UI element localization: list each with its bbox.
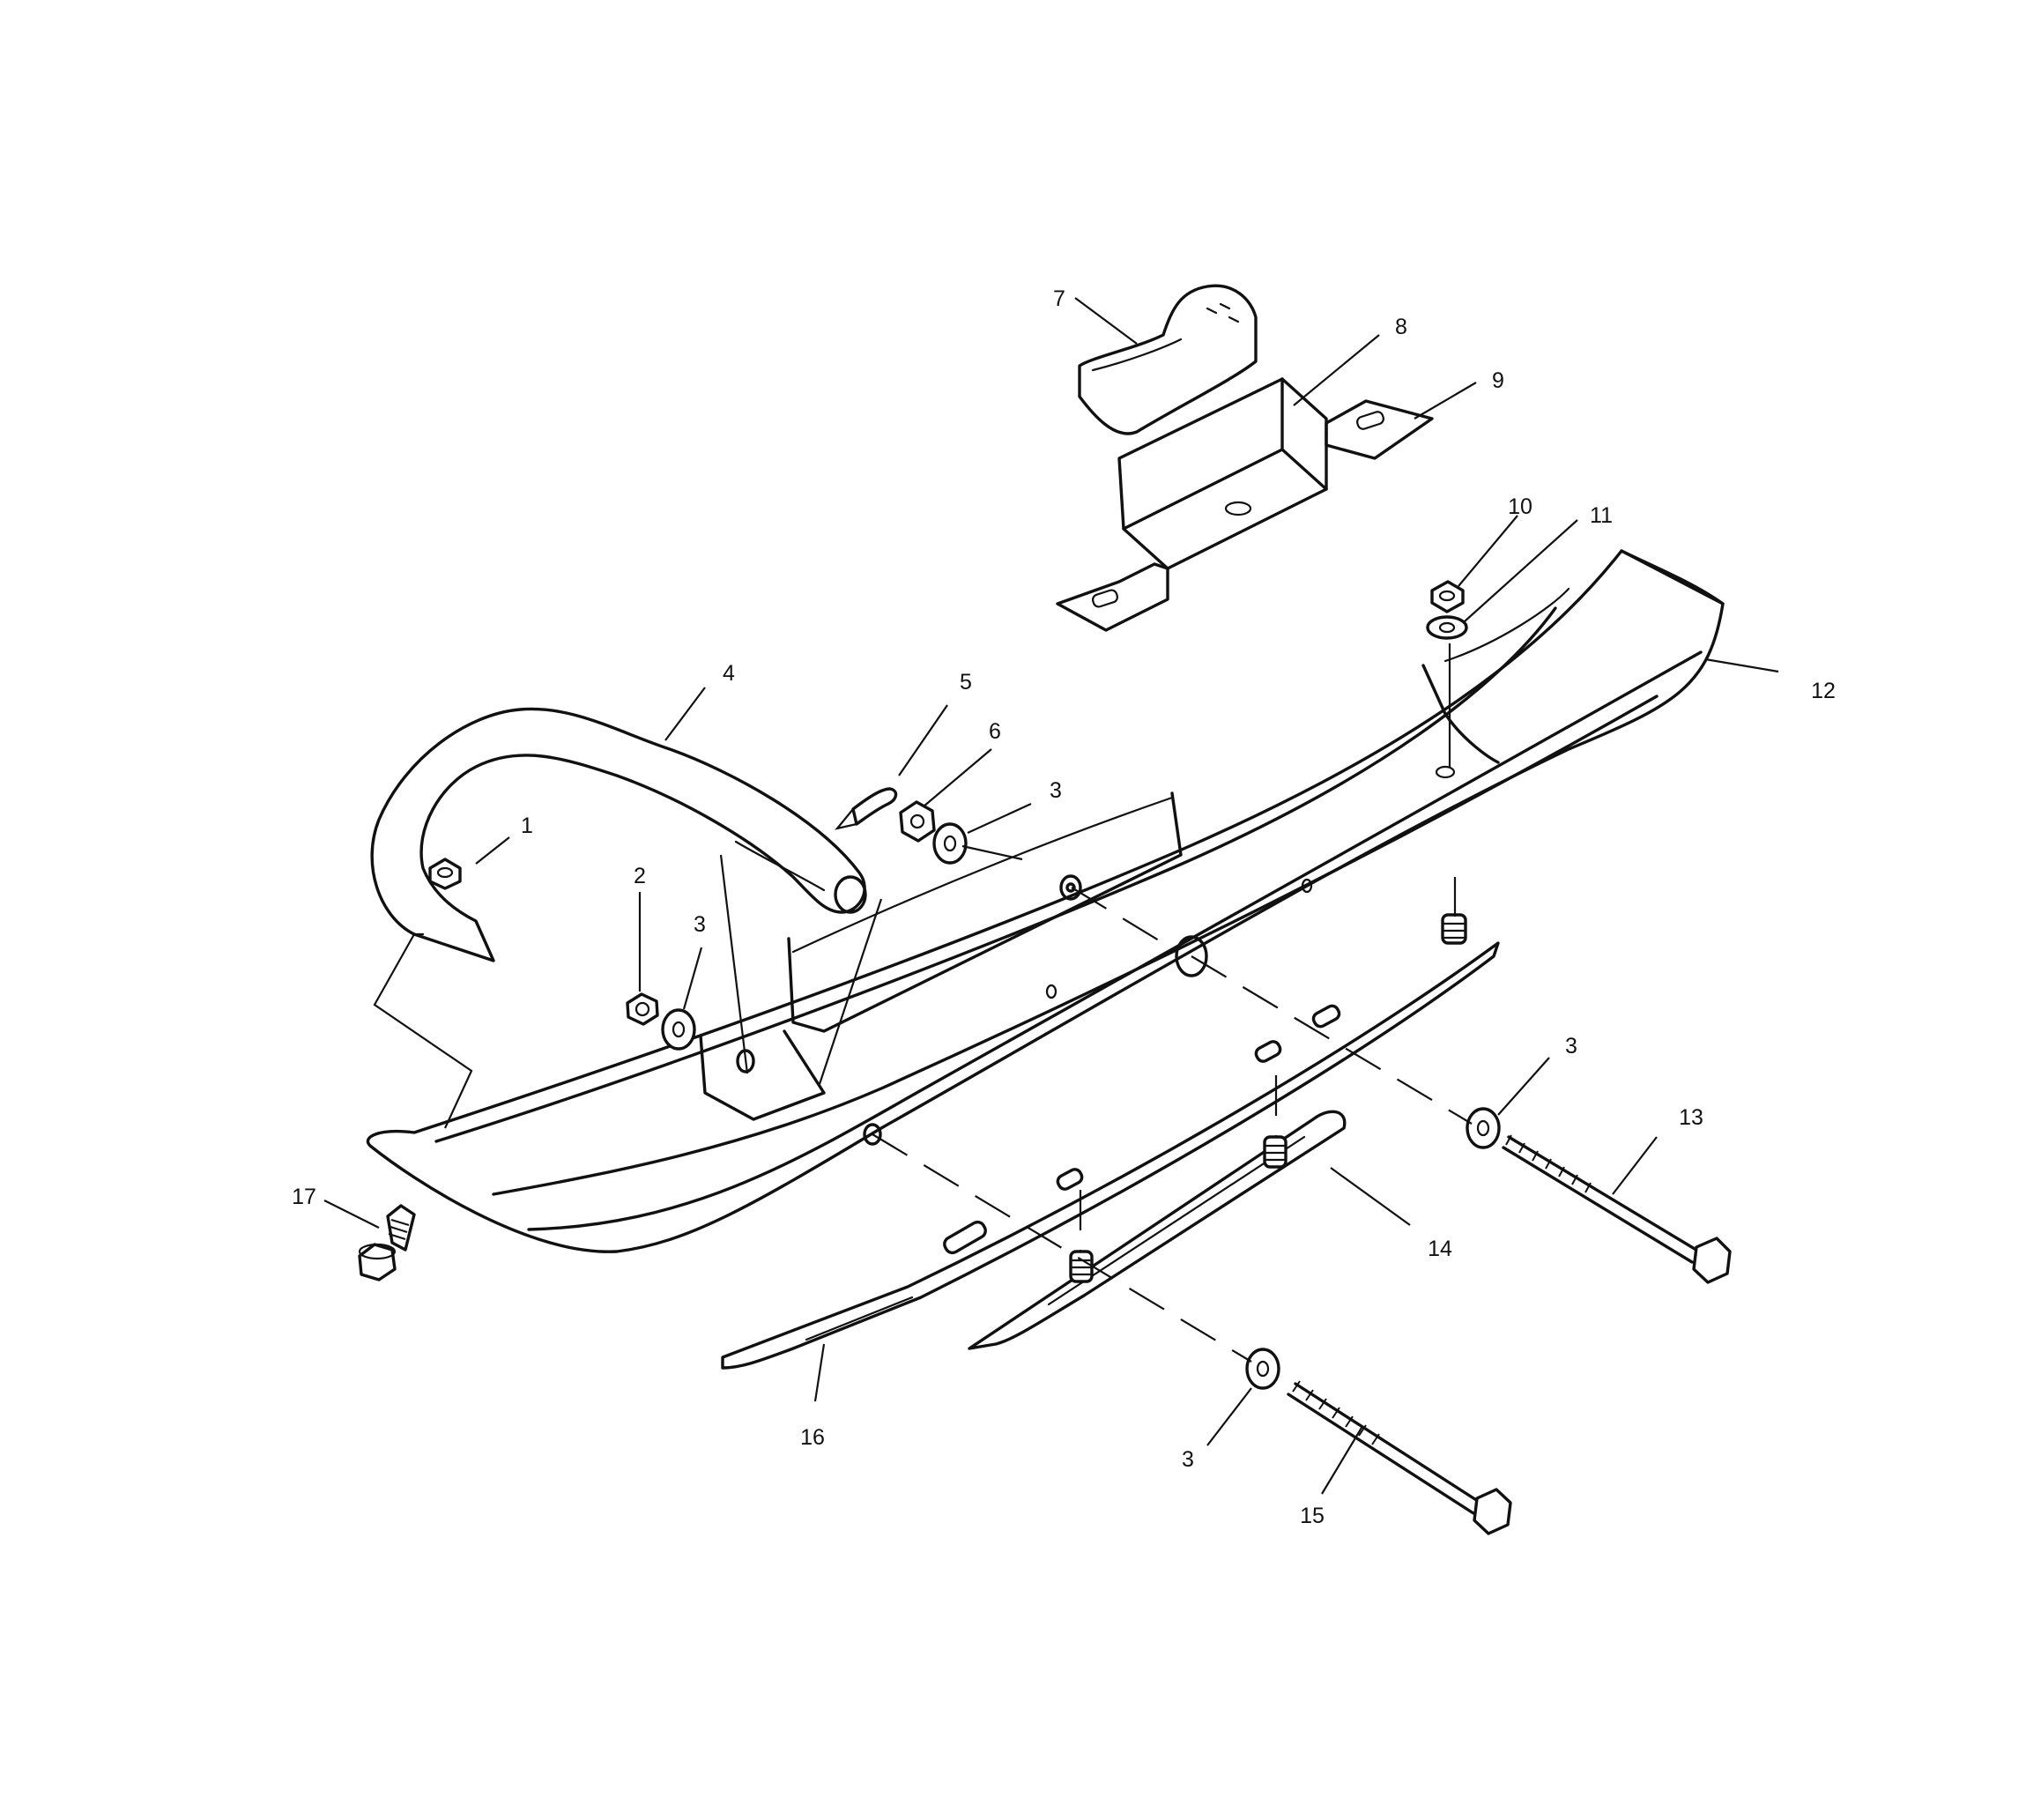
callout-5: 5	[960, 670, 972, 695]
assembly-lines	[373, 643, 1473, 1363]
saddle-channel	[1056, 377, 1328, 632]
cotter-pin	[835, 787, 898, 830]
washer-spindle	[932, 822, 968, 865]
washer-bolt-15	[1245, 1348, 1280, 1390]
callout-14: 14	[1428, 1237, 1452, 1261]
callout-13: 13	[1679, 1105, 1703, 1130]
callout-7: 7	[1053, 286, 1065, 311]
bolt-part-13	[1502, 1134, 1732, 1284]
callout-3: 3	[1565, 1034, 1577, 1059]
callout-2: 2	[634, 864, 646, 888]
ski-body	[366, 549, 1725, 1253]
castle-nut	[899, 800, 936, 843]
callout-16: 16	[800, 1425, 825, 1450]
nut-part-1	[428, 858, 462, 890]
washer-part-11	[1426, 615, 1468, 640]
callout-4: 4	[723, 661, 735, 686]
wear-bar-slide	[968, 1110, 1347, 1350]
callout-11: 11	[1590, 503, 1613, 528]
nut-part-10	[1430, 580, 1465, 613]
callout-10: 10	[1508, 494, 1532, 519]
washer-bolt-13	[1466, 1107, 1501, 1149]
callout-15: 15	[1300, 1504, 1325, 1528]
callout-1: 1	[521, 813, 533, 838]
saddle-pad	[1078, 284, 1258, 435]
callout-6: 6	[989, 719, 1001, 744]
callout-leaders	[323, 297, 1779, 1495]
bolt-part-15	[1287, 1380, 1512, 1535]
washer-left	[661, 1008, 696, 1051]
callout-3: 3	[1182, 1447, 1194, 1472]
callout-9: 9	[1492, 368, 1504, 393]
ski-loop-handle	[370, 707, 867, 962]
wear-plate	[1325, 399, 1434, 460]
nut-part-2	[626, 992, 659, 1026]
runner-bar	[721, 913, 1500, 1370]
bolt-part-17	[358, 1204, 416, 1281]
callout-8: 8	[1395, 315, 1407, 339]
callout-3: 3	[1050, 778, 1062, 803]
callout-labels: 1 2 3 3 3 3 4 5 6 7 8 9 10 11 12 13 14 1…	[292, 286, 1836, 1528]
callout-17: 17	[292, 1185, 316, 1209]
callout-3: 3	[694, 912, 706, 937]
callout-12: 12	[1811, 679, 1836, 703]
